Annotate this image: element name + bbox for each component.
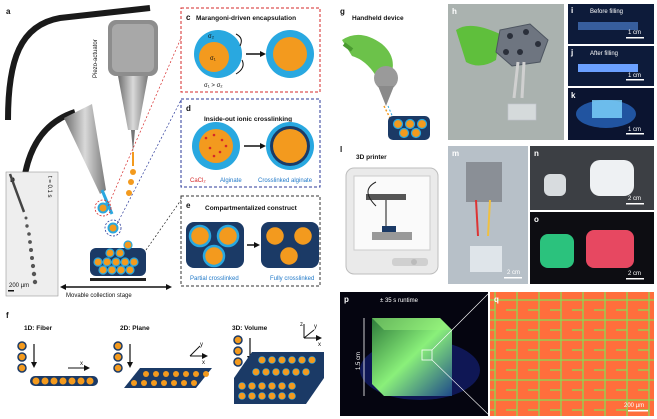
micrograph-b [5, 171, 59, 297]
volume-label: 3D: Volume [232, 325, 268, 332]
shell-nozzle [64, 104, 106, 194]
panel-label-g: g [340, 7, 345, 16]
panel-m: m 2 cm [448, 146, 528, 284]
plane-label: 2D: Plane [120, 325, 150, 332]
panel-f: f 1D: Fiber x 2D: Plane x y 3D: Volume [6, 311, 324, 404]
droplet [128, 179, 134, 185]
plane-construct [124, 368, 212, 388]
caption-j: After filling [590, 51, 618, 57]
encapsulated-droplet [107, 222, 119, 234]
micrograph-q [490, 292, 654, 416]
full-label: Fully crosslinked [270, 276, 314, 282]
droplet [130, 169, 136, 175]
height-label: 1.5 cm [356, 352, 362, 370]
core-droplet [199, 42, 229, 72]
panel-label-h: h [452, 7, 457, 16]
panel-l: l 3D printer [340, 145, 439, 275]
panel-p: p ± 35 s runtime 1.5 cm [340, 291, 491, 417]
panel-label-i: i [571, 6, 573, 15]
panel-e: e Compartmentalized construct Partial cr… [180, 195, 321, 287]
panel-label-l: l [340, 145, 342, 154]
scale-k: 1 cm [628, 127, 641, 133]
piezo-label: Piezo-actuator [93, 39, 99, 78]
scale-m: 2 cm [507, 270, 520, 276]
panel-d: d Inside-out ionic crosslinking CaCl₂ Al… [180, 98, 321, 188]
shell-tube [21, 109, 76, 181]
axis-z-3d: z [300, 322, 303, 328]
droplet [126, 190, 132, 196]
panel-h: h [448, 4, 564, 140]
scale-i: 1 cm [628, 30, 641, 36]
volume-construct [234, 352, 324, 404]
handheld-device [374, 66, 398, 90]
encapsulating-droplet [97, 202, 109, 214]
panel-g: g Handheld device [340, 7, 430, 140]
axis-x-1d: x [80, 361, 83, 367]
title-c: Marangoni-driven encapsulation [196, 15, 296, 22]
panel-j: j After filling 1 cm [568, 46, 654, 86]
partial-label: Partial crosslinked [190, 276, 239, 282]
box-d [180, 98, 321, 188]
panel-n: n 2 cm [530, 146, 654, 210]
panel-label-a: a [6, 7, 11, 16]
panel-label-k: k [571, 91, 576, 100]
caption-i: Before filling [590, 9, 623, 15]
scale-q: 200 µm [624, 403, 644, 409]
panel-k: k 1 cm [568, 88, 654, 140]
sigma2-label: σ₂ [208, 34, 215, 40]
scale-bar-b: 200 µm [9, 283, 29, 289]
panel-label-p: p [344, 295, 349, 304]
panel-label-n: n [534, 149, 539, 158]
axis-x-3d: x [318, 342, 321, 348]
title-g: Handheld device [352, 15, 404, 22]
box-e [180, 195, 321, 287]
panel-c: c Marangoni-driven encapsulation σ₂ σ₁ σ… [180, 7, 321, 93]
title-l: 3D printer [356, 154, 387, 161]
alginate-label: Alginate [220, 178, 242, 184]
scale-j: 1 cm [628, 73, 641, 79]
runtime-label: ± 35 s runtime [380, 298, 419, 304]
panel-label-q: q [494, 295, 499, 304]
scale-o: 2 cm [628, 271, 641, 277]
panel-label-c: c [186, 13, 191, 22]
panel-label-o: o [534, 215, 539, 224]
panel-label-e: e [186, 201, 191, 210]
scale-n: 2 cm [628, 196, 641, 202]
panel-b: b t = 0.1 s 200 µm [5, 171, 59, 297]
panel-label-f: f [6, 311, 9, 320]
sigma1-label: σ₁ [210, 56, 216, 62]
panel-label-m: m [452, 149, 459, 158]
panel-q: q 200 µm [490, 292, 654, 416]
panel-i: i Before filling 1 cm [568, 4, 654, 44]
title-d: Inside-out ionic crosslinking [204, 116, 292, 123]
sigma-relation: σ₁ > σ₂ [204, 83, 223, 89]
gloved-hand [342, 34, 393, 76]
volume-construct-photo [372, 318, 452, 396]
fluid-tube [5, 5, 151, 121]
crosslinked-label: Crosslinked alginate [258, 178, 313, 184]
title-e: Compartmentalized construct [205, 205, 298, 212]
panel-a: a Piezo-actuator Movable [5, 5, 182, 299]
stage-label: Movable collection stage [66, 293, 132, 299]
axis-y-2d: y [200, 342, 203, 348]
core-nozzle [118, 76, 148, 130]
box-c [180, 7, 321, 93]
panel-label-d: d [186, 104, 191, 113]
panel-o: o 2 cm [530, 212, 654, 284]
axis-y-3d: y [314, 324, 317, 330]
panel-label-j: j [570, 48, 573, 57]
fiber-label: 1D: Fiber [24, 325, 53, 332]
cacl2-label: CaCl₂ [190, 178, 206, 184]
time-label: t = 0.1 s [46, 176, 52, 198]
axis-x-2d: x [202, 360, 205, 366]
